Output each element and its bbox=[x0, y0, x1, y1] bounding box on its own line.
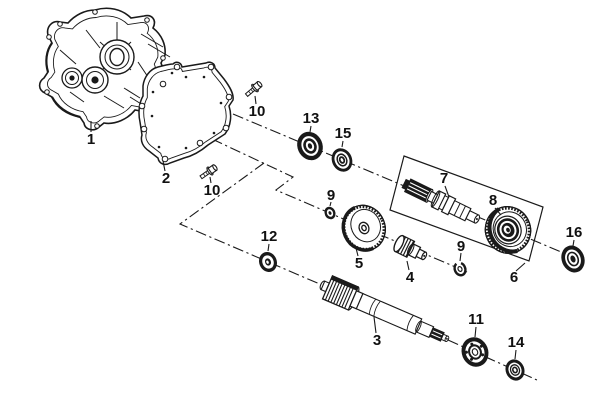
part-15-washer bbox=[331, 148, 353, 172]
callout-labels: 1 2 3 4 5 6 7 8 9 9 10 10 11 12 13 14 15… bbox=[87, 103, 583, 351]
part-label-14: 14 bbox=[508, 334, 525, 351]
part-label-1: 1 bbox=[87, 131, 95, 148]
part-13-bearing bbox=[297, 131, 323, 161]
part-label-5: 5 bbox=[355, 255, 363, 272]
part-3-main-shaft bbox=[319, 275, 450, 343]
part-9b-washer bbox=[453, 261, 467, 277]
part-8-counter-gear bbox=[484, 206, 532, 254]
part-7-counter-shaft bbox=[401, 178, 481, 224]
part-label-2: 2 bbox=[162, 170, 170, 187]
part-11-ball-bearing bbox=[461, 337, 489, 367]
part-10a-bolt bbox=[244, 80, 263, 98]
part-label-11: 11 bbox=[468, 311, 484, 328]
leader-lines bbox=[90, 95, 575, 360]
part-label-15: 15 bbox=[335, 125, 352, 142]
part-label-8: 8 bbox=[489, 192, 497, 209]
part-10b-bolt bbox=[199, 164, 218, 180]
part-label-6: 6 bbox=[510, 269, 518, 286]
part-label-3: 3 bbox=[373, 332, 381, 349]
part-label-12: 12 bbox=[261, 228, 278, 245]
part-12-washer bbox=[258, 251, 278, 273]
part-label-13: 13 bbox=[303, 110, 320, 127]
part-4-pinion-gear bbox=[393, 234, 428, 261]
part-9a-washer bbox=[324, 206, 336, 220]
part-5-driven-gear bbox=[341, 204, 386, 252]
part-label-10b: 10 bbox=[204, 182, 221, 199]
part-label-10a: 10 bbox=[249, 103, 266, 120]
part-label-9a: 9 bbox=[327, 187, 335, 204]
part-14-oil-seal bbox=[505, 359, 525, 381]
part-label-16: 16 bbox=[566, 224, 583, 241]
part-6-assembly-box bbox=[389, 155, 544, 262]
part-2-gasket bbox=[138, 61, 234, 166]
part-label-4: 4 bbox=[406, 269, 415, 286]
part-16-oil-seal bbox=[561, 245, 585, 273]
part-label-9b: 9 bbox=[457, 238, 465, 255]
part-label-7: 7 bbox=[440, 170, 448, 187]
